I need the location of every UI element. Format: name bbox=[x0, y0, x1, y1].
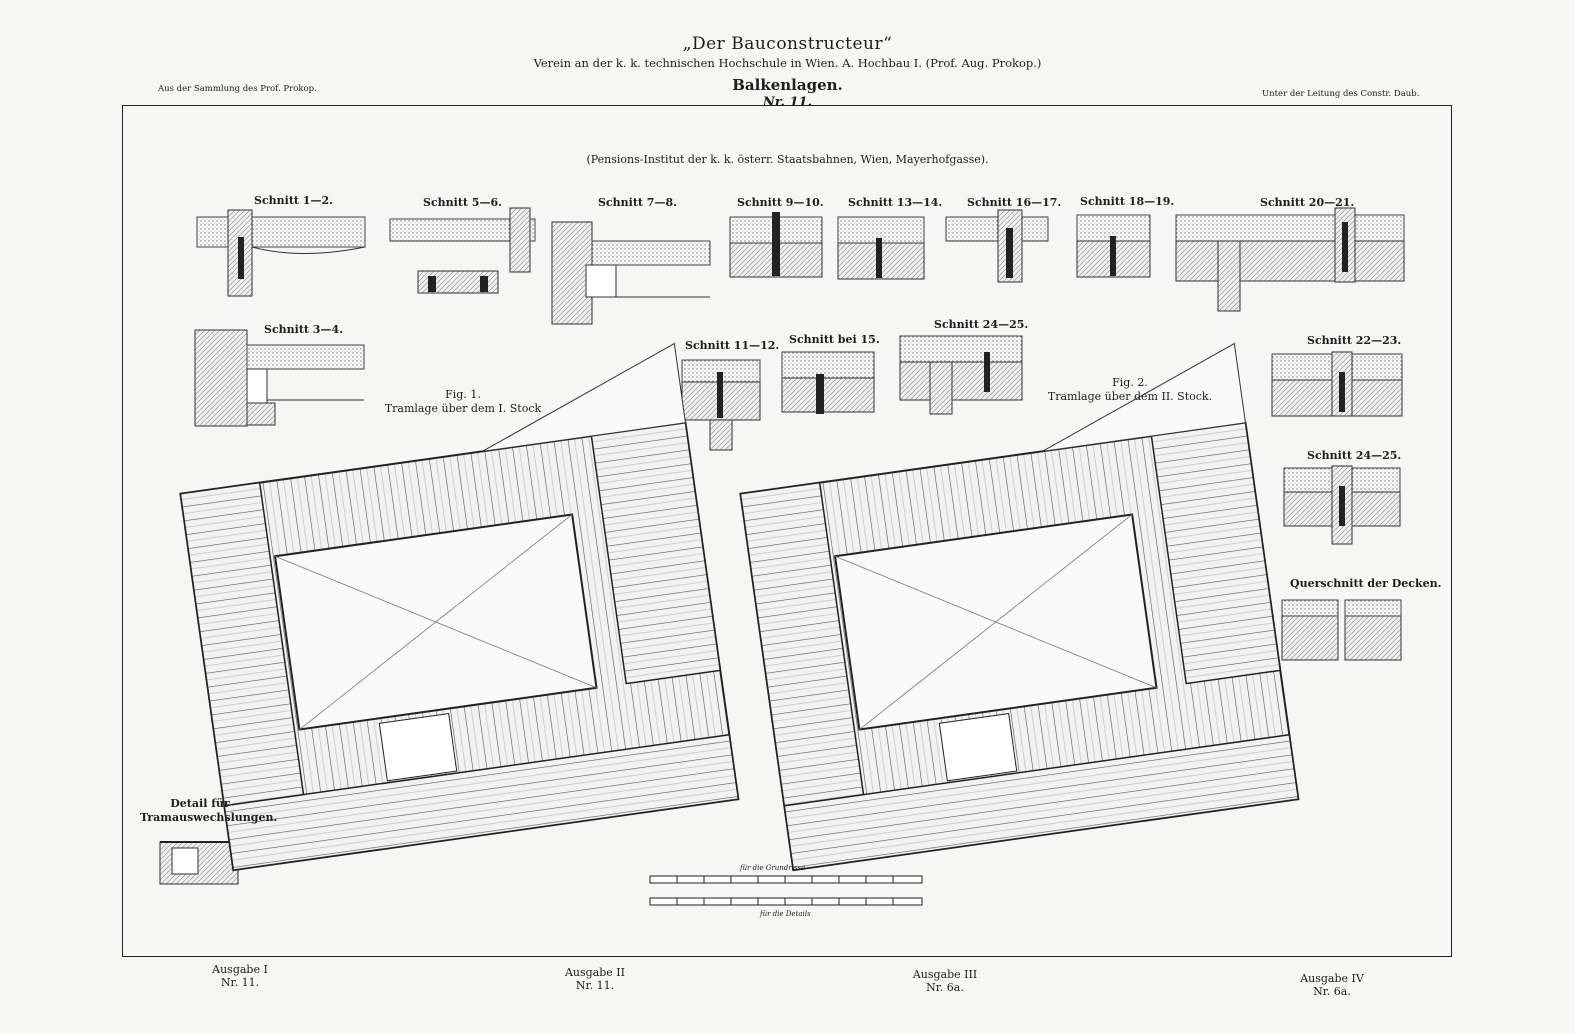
section-3-4-drawing bbox=[194, 329, 365, 427]
section-label-16-17: Schnitt 16—17. bbox=[967, 196, 1062, 209]
footer-nr: Nr. 6a. bbox=[1313, 985, 1351, 998]
sheet-title: „Der Bauconstructeur“ bbox=[682, 34, 893, 54]
section-label-querschnitt: Querschnitt der Decken. bbox=[1290, 577, 1442, 590]
section-label-18-19: Schnitt 18—19. bbox=[1080, 195, 1175, 208]
section-bei-15-drawing bbox=[781, 351, 875, 414]
fig1-number: Fig. 1. bbox=[445, 388, 481, 401]
querschnitt-drawing bbox=[1281, 599, 1402, 661]
section-label-1-2: Schnitt 1—2. bbox=[254, 194, 333, 207]
section-18-19-drawing bbox=[1076, 214, 1151, 278]
section-label-11-12: Schnitt 11—12. bbox=[685, 339, 780, 352]
scale-label-grundrisse: für die Grundrisse bbox=[740, 864, 806, 872]
sheet-subtitle: Verein an der k. k. technischen Hochschu… bbox=[533, 56, 1042, 70]
fig2-title: Tramlage über dem II. Stock. bbox=[1047, 390, 1213, 403]
fig1-label: Fig. 1. Tramlage über dem I. Stock bbox=[378, 388, 548, 416]
direction-note: Unter der Leitung des Constr. Daub. bbox=[1262, 89, 1420, 99]
footer-edition-3: Ausgabe III Nr. 6a. bbox=[905, 968, 985, 994]
section-label-5-6: Schnitt 5—6. bbox=[423, 196, 502, 209]
detail-drawing bbox=[159, 841, 239, 885]
section-label-9-10: Schnitt 9—10. bbox=[737, 196, 824, 209]
project-caption: (Pensions-Institut der k. k. österr. Sta… bbox=[586, 153, 989, 166]
section-24-25-right-drawing bbox=[1283, 465, 1401, 545]
footer-nr: Nr. 11. bbox=[220, 976, 260, 989]
fig1-title: Tramlage über dem I. Stock bbox=[384, 402, 542, 415]
section-24-25-top-drawing bbox=[899, 335, 1023, 415]
footer-edition-4: Ausgabe IV Nr. 6a. bbox=[1292, 972, 1372, 998]
section-20-21-drawing bbox=[1175, 207, 1405, 312]
sheet-number: Nr. 11. bbox=[762, 95, 813, 110]
sheet-heading: Balkenlagen. bbox=[732, 76, 843, 94]
section-label-bei-15: Schnitt bei 15. bbox=[789, 333, 880, 346]
section-7-8-drawing bbox=[551, 221, 711, 325]
footer-nr: Nr. 6a. bbox=[926, 981, 964, 994]
footer-edition-2: Ausgabe II Nr. 11. bbox=[555, 966, 635, 992]
scale-bar bbox=[649, 875, 923, 906]
section-1-2-drawing bbox=[196, 209, 366, 297]
footer-ausgabe: Ausgabe I bbox=[212, 963, 268, 976]
section-label-13-14: Schnitt 13—14. bbox=[848, 196, 943, 209]
floor-plan-fig2 bbox=[739, 342, 1300, 872]
section-label-3-4: Schnitt 3—4. bbox=[264, 323, 343, 336]
scale-label-details: für die Details bbox=[760, 910, 811, 918]
collection-note: Aus der Sammlung des Prof. Prokop. bbox=[158, 84, 317, 94]
footer-nr: Nr. 11. bbox=[575, 979, 615, 992]
footer-ausgabe: Ausgabe IV bbox=[1300, 972, 1364, 985]
section-9-10-drawing bbox=[729, 212, 823, 278]
detail-label: Detail für Tramauswechslungen. bbox=[140, 797, 278, 824]
fig2-label: Fig. 2. Tramlage über dem II. Stock. bbox=[1040, 376, 1220, 404]
section-5-6-drawing bbox=[389, 207, 536, 294]
footer-ausgabe: Ausgabe II bbox=[564, 966, 625, 979]
fig2-number: Fig. 2. bbox=[1112, 376, 1148, 389]
section-label-7-8: Schnitt 7—8. bbox=[598, 196, 677, 209]
section-11-12-drawing bbox=[681, 359, 761, 451]
drawing-frame bbox=[122, 105, 1452, 957]
floor-plan-fig1 bbox=[179, 342, 740, 872]
section-13-14-drawing bbox=[837, 216, 925, 280]
section-label-24-25-right: Schnitt 24—25. bbox=[1307, 449, 1402, 462]
section-label-22-23: Schnitt 22—23. bbox=[1307, 334, 1402, 347]
section-22-23-drawing bbox=[1271, 351, 1403, 417]
section-16-17-drawing bbox=[945, 209, 1049, 283]
section-label-24-25-top: Schnitt 24—25. bbox=[934, 318, 1029, 331]
footer-edition-1: Ausgabe I Nr. 11. bbox=[200, 963, 280, 989]
section-label-20-21: Schnitt 20—21. bbox=[1260, 196, 1355, 209]
footer-ausgabe: Ausgabe III bbox=[912, 968, 978, 981]
